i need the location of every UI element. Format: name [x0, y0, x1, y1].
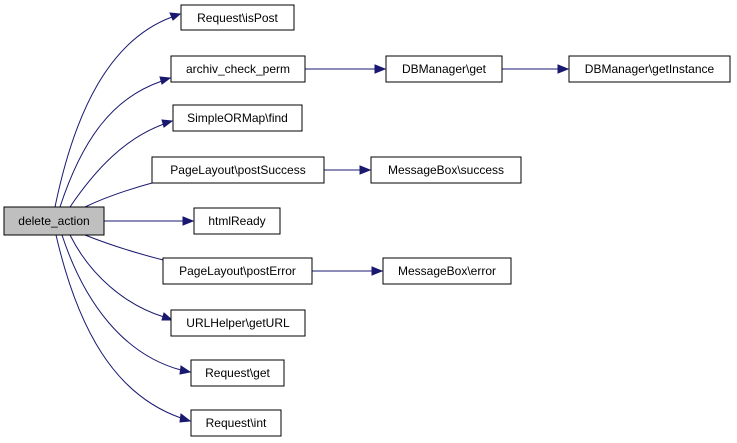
edge-delete-action-to-archiv-check-perm: [59, 80, 163, 208]
node-dbmanager-getinstance[interactable]: DBManager\getInstance: [568, 55, 731, 83]
arrowhead-request-ispost: [169, 12, 182, 21]
node-label: MessageBox\success: [388, 163, 504, 177]
node-label: Request\isPost: [197, 11, 278, 25]
node-label: DBManager\getInstance: [585, 62, 715, 76]
node-dbmanager-get[interactable]: DBManager\get: [385, 55, 503, 83]
node-label: delete_action: [18, 214, 89, 228]
arrowhead-urlhelper-geturl: [161, 312, 174, 321]
node-label: htmlReady: [208, 214, 265, 228]
arrowhead-messagebox-success: [359, 165, 372, 175]
arrowhead-messagebox-error: [371, 266, 384, 276]
arrowhead-htmlready: [182, 216, 195, 226]
edge-delete-action-to-request-ispost: [54, 16, 173, 208]
node-label: PageLayout\postError: [179, 264, 296, 278]
node-request-int[interactable]: Request\int: [190, 409, 282, 437]
arrowhead-request-get: [179, 365, 192, 375]
edge-delete-action-to-urlhelper-geturl: [69, 234, 165, 318]
node-label: MessageBox\error: [398, 264, 496, 278]
node-request-get[interactable]: Request\get: [190, 359, 285, 387]
node-label: DBManager\get: [402, 62, 487, 76]
node-messagebox-success[interactable]: MessageBox\success: [370, 156, 522, 184]
edge-delete-action-to-request-int: [55, 234, 182, 419]
node-pagelayout-postsuccess[interactable]: PageLayout\postSuccess: [151, 156, 325, 184]
arrowhead-simpleormap-find: [161, 119, 174, 128]
call-graph-nodes: delete_action Request\isPost archiv_chec…: [3, 4, 731, 437]
node-label: Request\get: [205, 366, 270, 380]
node-archiv-check-perm[interactable]: archiv_check_perm: [170, 55, 306, 83]
arrowhead-request-int: [179, 413, 192, 423]
node-label: Request\int: [206, 416, 267, 430]
node-htmlready[interactable]: htmlReady: [193, 207, 281, 235]
node-simpleormap-find[interactable]: SimpleORMap\find: [172, 104, 303, 132]
node-label: archiv_check_perm: [186, 62, 290, 76]
node-label: URLHelper\getURL: [186, 316, 290, 330]
node-request-ispost[interactable]: Request\isPost: [180, 4, 295, 31]
node-label: PageLayout\postSuccess: [170, 163, 305, 177]
call-graph-edges: [54, 16, 558, 419]
arrowhead-archiv-check-perm: [159, 76, 172, 85]
edge-delete-action-to-request-get: [61, 234, 182, 371]
node-pagelayout-posterror[interactable]: PageLayout\postError: [162, 257, 313, 285]
arrowhead-dbmanager-get: [374, 64, 387, 74]
arrowhead-dbmanager-getinstance: [557, 64, 570, 74]
edge-delete-action-to-simpleormap-find: [69, 123, 165, 208]
node-urlhelper-geturl[interactable]: URLHelper\getURL: [170, 309, 306, 337]
node-label: SimpleORMap\find: [187, 111, 288, 125]
node-delete-action[interactable]: delete_action: [3, 206, 105, 236]
node-messagebox-error[interactable]: MessageBox\error: [382, 257, 512, 285]
